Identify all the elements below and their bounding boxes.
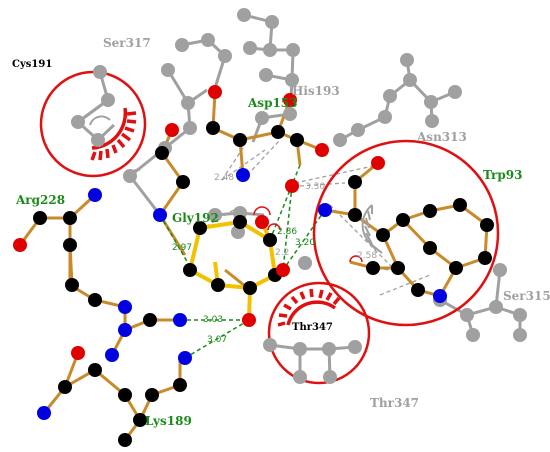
distance-label: 3.07 <box>207 335 227 345</box>
label-ser315: Ser315 <box>503 289 550 303</box>
label-gly192: Gly192 <box>172 211 219 225</box>
label-arg228: Arg228 <box>15 193 65 207</box>
label-ser317: Ser317 <box>103 36 151 50</box>
label-cys191: Cys191 <box>12 59 52 70</box>
label-asn313: Asn313 <box>416 130 467 144</box>
label-lys189: Lys189 <box>145 414 192 428</box>
distance-label: 3.03 <box>203 315 223 325</box>
grey-spokes <box>89 115 383 254</box>
label-trp93: Trp93 <box>483 168 522 182</box>
trp93-contact-circle <box>312 139 500 327</box>
distance-label: 2.86 <box>277 227 297 237</box>
thr347-contact-circle <box>267 281 371 385</box>
residue-labels: Ser317 Cys191 His193 Asp153 Asn313 Trp93… <box>12 36 550 428</box>
carbon-atoms <box>33 121 494 447</box>
label-thr347-inner: Thr347 <box>292 322 333 333</box>
nitrogen-atoms <box>37 168 447 420</box>
hbonds <box>159 164 326 359</box>
label-asp153: Asp153 <box>247 96 298 110</box>
thr347-spokes <box>277 288 341 327</box>
oxygen-atoms <box>13 85 385 360</box>
residue-bonds <box>18 91 489 441</box>
distance-label: 2.2 <box>275 248 289 258</box>
distance-labels: 2.48 3.30 2.86 3.20 2.97 2.2 2.58 3.03 3… <box>172 173 377 345</box>
cys191-contact-circle <box>39 70 147 178</box>
distance-label: 2.97 <box>172 243 192 253</box>
distance-label: 3.20 <box>295 238 315 248</box>
small-red-spokes <box>253 206 363 263</box>
label-his193: His193 <box>292 84 340 98</box>
cys191-spokes <box>90 107 137 161</box>
label-thr347-outer: Thr347 <box>370 396 419 410</box>
distance-label: 2.48 <box>214 173 234 183</box>
distance-label: 2.58 <box>357 251 377 261</box>
distance-label: 3.30 <box>305 182 325 192</box>
